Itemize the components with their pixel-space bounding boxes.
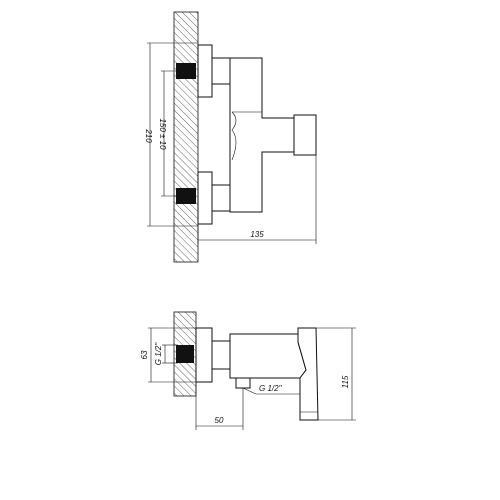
lower-flange (197, 171, 213, 225)
label-body-height: 115 (341, 375, 350, 388)
label-outlet-thread: G 1/2" (259, 384, 283, 393)
side-inlet-block (176, 345, 194, 363)
dim-outlet-thread: G 1/2" (242, 384, 300, 395)
side-nut (211, 340, 231, 370)
upper-nut (211, 57, 231, 85)
dim-side-height: 63 (140, 327, 196, 383)
outlet-spout (293, 114, 317, 156)
lower-nut (211, 184, 231, 212)
dim-projection: 135 (197, 155, 317, 244)
dim-overall-height: 210 (144, 42, 198, 227)
lower-inlet-block (176, 188, 196, 204)
dim-wall-offset: 50 (195, 382, 244, 430)
label-inlet-thread: G 1/2" (154, 342, 163, 366)
side-flange (195, 327, 213, 383)
label-overall-height: 210 (144, 128, 153, 143)
label-projection: 135 (250, 230, 264, 239)
label-center-distance: 150 ± 10 (158, 118, 167, 150)
upper-flange (197, 44, 213, 98)
dim-body-height: 115 (316, 327, 356, 421)
label-wall-offset: 50 (215, 416, 224, 425)
mixer-body (229, 57, 295, 213)
upper-inlet-block (176, 63, 196, 79)
dim-inlet-thread: G 1/2" (154, 342, 178, 366)
front-view: 210 150 ± 10 135 (144, 11, 317, 263)
side-view: 63 G 1/2" G 1/2" 50 115 (140, 311, 356, 430)
dim-center-distance: 150 ± 10 (158, 70, 178, 197)
side-mixer-body (229, 333, 307, 379)
side-outlet-stub (235, 377, 251, 389)
front-wall-section (173, 11, 199, 263)
mixer-body-contour (231, 111, 237, 161)
side-lever (297, 327, 319, 421)
label-side-height: 63 (140, 350, 149, 359)
